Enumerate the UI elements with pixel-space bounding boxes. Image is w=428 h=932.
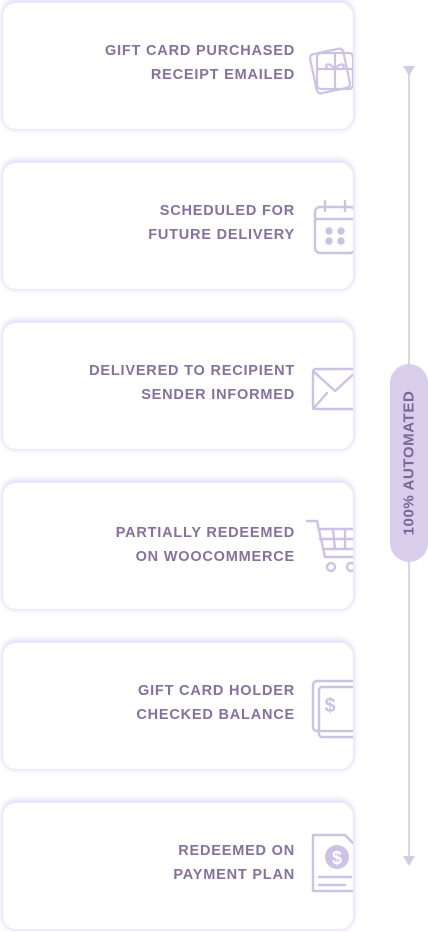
step-card-delivered: DELIVERED TO RECIPIENT SENDER INFORMED [2, 322, 354, 450]
step-card-checked-balance: GIFT CARD HOLDER CHECKED BALANCE $ [2, 642, 354, 770]
step-card-redeemed-payment-plan: REDEEMED ON PAYMENT PLAN $ [2, 802, 354, 930]
envelope-icon [309, 363, 353, 421]
timeline-arrow-top-icon [403, 66, 415, 76]
automated-badge: 100% AUTOMATED [390, 364, 428, 562]
automation-timeline: 100% AUTOMATED [390, 0, 428, 932]
step-label: GIFT CARD HOLDER CHECKED BALANCE [136, 683, 295, 723]
step-card-scheduled: SCHEDULED FOR FUTURE DELIVERY [2, 162, 354, 290]
step-label: GIFT CARD PURCHASED RECEIPT EMAILED [104, 43, 295, 83]
step-label: REDEEMED ON PAYMENT PLAN [173, 843, 295, 883]
automated-badge-label: 100% AUTOMATED [400, 390, 418, 536]
wallet-dollar-icon: $ [309, 679, 353, 739]
svg-text:$: $ [324, 695, 335, 717]
step-card-partially-redeemed: PARTIALLY REDEEMED ON WOOCOMMERCE [2, 482, 354, 610]
invoice-dollar-icon: $ [309, 831, 353, 893]
step-label: PARTIALLY REDEEMED ON WOOCOMMERCE [115, 525, 295, 565]
step-label: SCHEDULED FOR FUTURE DELIVERY [148, 203, 295, 243]
step-card-gift-card-purchased: GIFT CARD PURCHASED RECEIPT EMAILED [2, 2, 354, 130]
gift-card-icon [308, 41, 353, 99]
svg-text:$: $ [332, 848, 342, 868]
calendar-icon [309, 197, 353, 255]
step-label: DELIVERED TO RECIPIENT SENDER INFORMED [89, 363, 295, 403]
timeline-arrow-bottom-icon [403, 856, 415, 866]
shopping-cart-icon [305, 517, 353, 575]
